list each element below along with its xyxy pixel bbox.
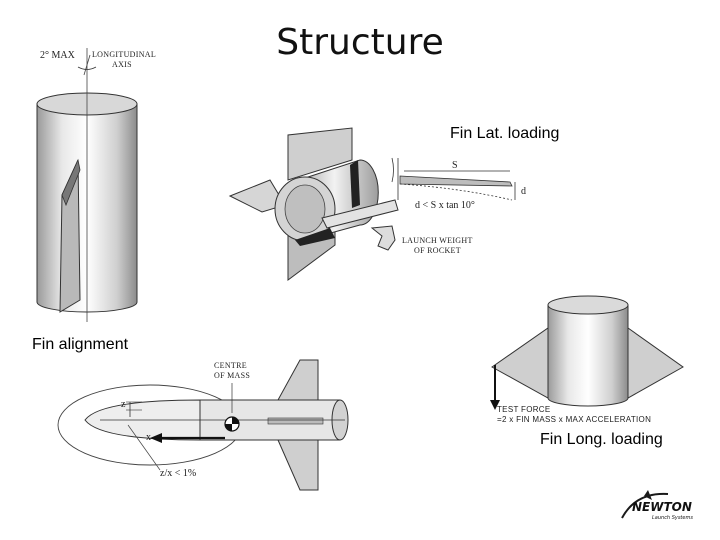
- z-offset-label: z: [121, 399, 126, 410]
- caption-fin-alignment: Fin alignment: [32, 336, 129, 353]
- axis-label-line2: AXIS: [112, 60, 132, 69]
- launch-weight-label-line1: LAUNCH WEIGHT: [402, 236, 473, 245]
- centre-of-mass-label-line2: OF MASS: [214, 371, 251, 380]
- axis-label-line1: LONGITUDINAL: [92, 50, 157, 59]
- logo-subtitle: Launch Systems: [652, 515, 693, 521]
- max-angle-label: 2° MAX: [40, 50, 75, 61]
- logo-name: NEWTON: [632, 500, 692, 514]
- slide-title: Structure: [276, 22, 444, 63]
- offset-ratio-label: z/x < 1%: [160, 468, 197, 479]
- caption-fin-lat-loading: Fin Lat. loading: [450, 125, 560, 142]
- test-force-label-line2: =2 x FIN MASS x MAX ACCELERATION: [497, 415, 652, 424]
- deflection-formula: d < S x tan 10°: [415, 200, 475, 211]
- x-distance-label: x: [146, 432, 151, 443]
- deflection-label: d: [521, 186, 526, 197]
- centre-of-mass-label-line1: CENTRE: [214, 361, 247, 370]
- launch-weight-label-line2: OF ROCKET: [414, 246, 461, 255]
- span-label: S: [452, 160, 458, 171]
- test-force-label-line1: TEST FORCE: [497, 405, 551, 414]
- caption-fin-long-loading: Fin Long. loading: [540, 431, 663, 448]
